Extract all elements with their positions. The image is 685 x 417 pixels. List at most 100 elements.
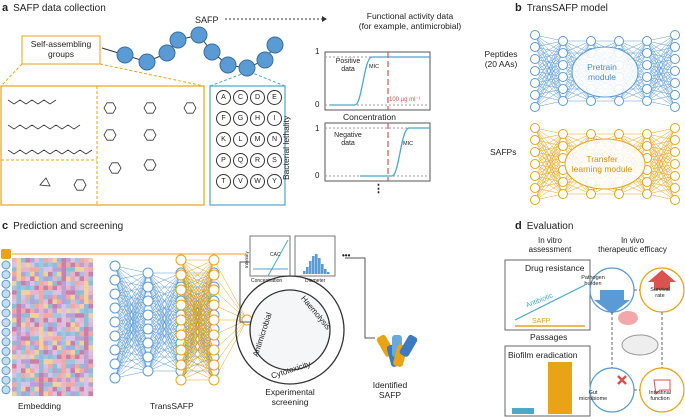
embedding-cell [21, 377, 26, 383]
embedding-cell [16, 373, 22, 378]
embedding-cell [61, 340, 67, 346]
embedding-cell [84, 336, 89, 341]
transfer-network-edge [646, 127, 676, 147]
transfer-network-edge [534, 157, 564, 201]
transfer-network-node [670, 135, 680, 145]
embedding-cell [25, 391, 31, 397]
embedding-cell [75, 290, 80, 295]
embedding-cell [48, 386, 53, 392]
embedding-cell [21, 285, 26, 291]
positive-line-1: Positive [335, 58, 361, 65]
embedding-cell [79, 327, 85, 332]
embedding-cell [39, 294, 44, 300]
drug-resistance-label: Drug resistance [525, 263, 585, 273]
embedding-cell [84, 350, 89, 355]
functional-activity-line-2: (for example, antimicrobial) [358, 20, 462, 31]
embedding-cell [52, 281, 58, 286]
transfer-network-node [614, 129, 624, 139]
transsafp-network-b-node [175, 344, 187, 356]
transsafp-network-b-node [208, 269, 220, 281]
embedding-cell [57, 331, 62, 337]
embedding-cell [16, 304, 22, 309]
pretrain-network-edge [646, 34, 676, 54]
transsafp-network-a-edge [114, 328, 149, 379]
embedding-cell [12, 373, 17, 378]
embedding-cell [88, 327, 94, 332]
embedding-cell [12, 331, 17, 337]
embedding-cell [70, 345, 76, 351]
functional-activity-line-1: Functional activity data [366, 11, 454, 21]
transsafp-network-b-edge [213, 289, 248, 321]
transsafp-network-a-node [142, 281, 154, 293]
transfer-network-edge [646, 127, 676, 183]
embedding-cell [39, 345, 44, 351]
identified-line-1: Identified [372, 380, 408, 390]
embedding-cell [12, 350, 17, 355]
embedding-cell [25, 377, 31, 383]
embedding-cell [66, 327, 71, 332]
transsafp-network-a-node [142, 351, 154, 363]
embedding-cell [43, 322, 49, 328]
threshold-label: 100 µg ml⁻¹ [389, 97, 421, 103]
embedding-cell [84, 258, 89, 263]
embedding-cell [43, 317, 49, 323]
pretrain-network-node [614, 36, 624, 46]
embedding-cell [66, 331, 71, 337]
embedding-cell [21, 345, 26, 351]
transfer-network-edge [646, 127, 676, 159]
embedding-cell [30, 304, 35, 309]
transsafp-network-b-node [175, 374, 187, 386]
embedding-cell [48, 267, 53, 272]
embedding-cell [21, 386, 26, 392]
aromatic-ring-structure [143, 129, 157, 141]
embedding-cell [30, 313, 35, 318]
embedding-cell [66, 368, 71, 374]
embedding-cell [84, 368, 89, 374]
embedding-cell [88, 308, 94, 314]
embedding-cell [52, 377, 58, 383]
embedding-cell [52, 262, 58, 268]
diameter-label: Diameter [305, 278, 326, 284]
transfer-network-node [530, 171, 540, 181]
embedding-cell [79, 391, 85, 397]
transsafp-network-a-node [109, 358, 121, 370]
embedding-cell [12, 285, 17, 291]
embedding-cell [43, 354, 49, 360]
embedding-cell [79, 276, 85, 282]
embedding-cell [25, 336, 31, 341]
negative-plot-frame [324, 122, 431, 182]
pretrain-network-node [670, 42, 680, 52]
transfer-line-2: learning module [571, 163, 633, 174]
alkyl-chain-structure [7, 99, 57, 105]
panel-d-title-text: Evaluation [526, 221, 574, 232]
embedding-cell [88, 336, 94, 341]
embedding-cell [12, 327, 17, 332]
cyclohexyl-structure [73, 179, 87, 191]
embedding-cell [34, 281, 40, 286]
embedding-cell [75, 336, 80, 341]
y-axis-label: Bacterial lethality [281, 115, 291, 180]
pretrain-network-node [558, 84, 568, 94]
embedding-cell [39, 262, 44, 268]
safp-label: SAFP [195, 15, 219, 25]
embedding-cell [16, 345, 22, 351]
amino-acid-M: M [250, 132, 265, 147]
pathogen-line-2: burden [584, 281, 602, 288]
pretrain-network-node [642, 84, 652, 94]
transfer-network-edge [534, 133, 564, 189]
embedding-cell [79, 322, 85, 328]
embedding-cell [66, 350, 71, 355]
safp-bar [548, 362, 572, 414]
embedding-cell [34, 336, 40, 341]
transfer-network-node [586, 129, 596, 139]
embedding-cell [70, 299, 76, 305]
embedding-cell [52, 386, 58, 392]
transsafp-network-b-node [208, 359, 220, 371]
embedding-cell [79, 377, 85, 383]
embedding-cell [84, 327, 89, 332]
screening-line-1: Experimental [265, 387, 315, 397]
histogram-bar [327, 272, 330, 274]
embedding-cell [30, 271, 35, 277]
